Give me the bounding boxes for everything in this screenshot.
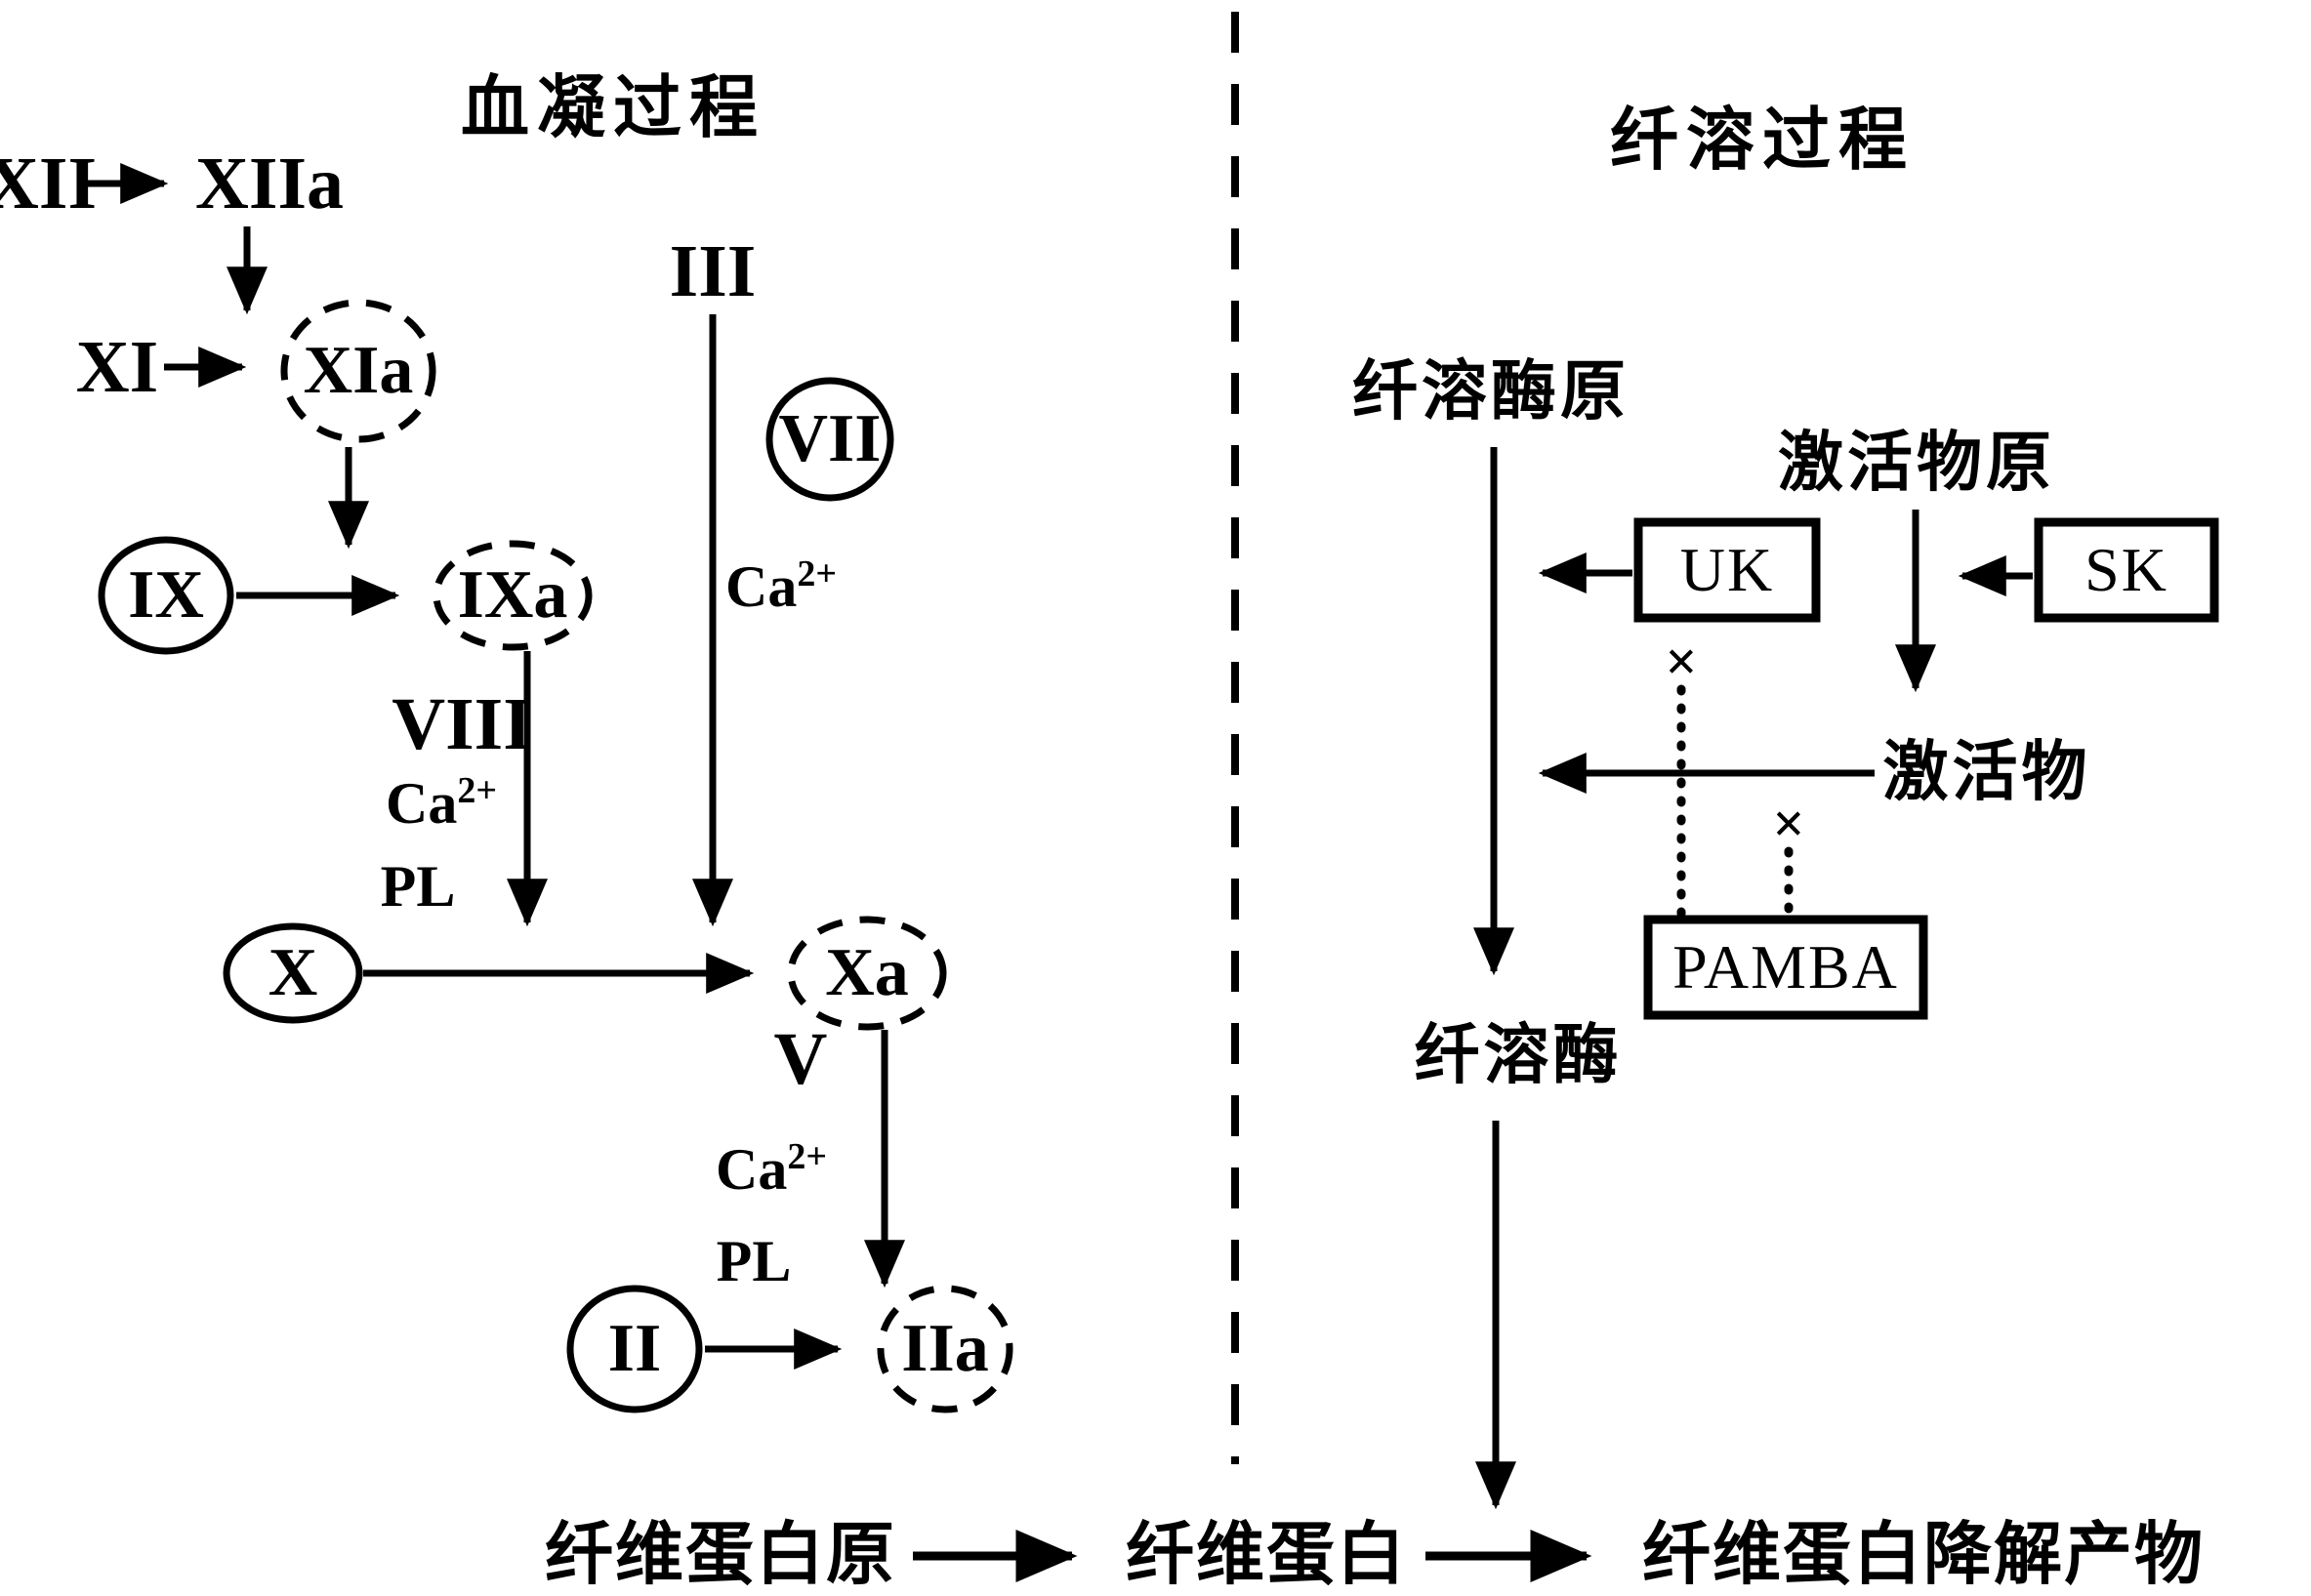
factor-ii-label: II — [607, 1311, 662, 1386]
activator-precursor-label: 激活物原 — [1778, 427, 2055, 500]
inhibition-cross-icon-uk: × — [1665, 630, 1698, 693]
uk-box — [1633, 517, 1821, 623]
ca-sup: 2+ — [457, 770, 497, 811]
factor-x-circle — [223, 922, 363, 1024]
factor-iii-label: III — [669, 230, 757, 312]
ca-label-intrinsic-pathway: Ca2+ — [386, 772, 497, 833]
sk-box — [2034, 517, 2219, 623]
factor-xa-circle-dashed — [787, 916, 947, 1031]
factor-xi-label: XI — [75, 326, 159, 408]
inhibition-cross-icon-activator: × — [1772, 792, 1805, 855]
factor-v-label: V — [773, 1018, 828, 1100]
fibrin-label: 纤维蛋白 — [1126, 1518, 1407, 1593]
factor-ixa-label: IXa — [457, 557, 568, 633]
plasmin-label: 纤溶酶 — [1414, 1019, 1623, 1092]
uk-label: UK — [1679, 535, 1775, 604]
ca-label-prothrombinase: Ca2+ — [716, 1138, 827, 1199]
factor-xiia-label: XIIa — [194, 143, 345, 225]
pamba-box — [1643, 915, 1928, 1020]
factor-ii-circle — [566, 1285, 703, 1413]
factor-vii-circle — [765, 377, 894, 502]
factor-ixa-circle-dashed — [433, 540, 593, 651]
pl-label-intrinsic-pathway: PL — [380, 854, 456, 919]
sk-label: SK — [2084, 535, 2168, 604]
factor-iia-label: IIa — [901, 1311, 989, 1386]
factor-ix-label: IX — [128, 557, 204, 633]
activator-label: 激活物 — [1882, 736, 2091, 809]
fibrin-degradation-products-label: 纤维蛋白降解产物 — [1642, 1518, 2205, 1593]
ca-base: Ca — [725, 554, 798, 619]
coagulation-title: 血凝过程 — [461, 71, 765, 146]
ca-label-tissue-pathway: Ca2+ — [725, 555, 837, 616]
ca-base: Ca — [386, 771, 458, 836]
pamba-label: PAMBA — [1672, 932, 1899, 1002]
pl-label-prothrombinase: PL — [716, 1229, 792, 1293]
factor-xia-label: XIa — [303, 333, 414, 408]
factor-viii-label: VIII — [392, 683, 532, 765]
fibrinolysis-title: 纤溶过程 — [1610, 103, 1915, 179]
factor-xii-label: XII — [0, 143, 98, 225]
factor-vii-label: VII — [778, 401, 882, 476]
factor-iia-circle-dashed — [877, 1285, 1013, 1413]
factor-x-label: X — [268, 935, 318, 1010]
ca-base: Ca — [716, 1137, 788, 1202]
ca-sup: 2+ — [797, 553, 837, 594]
factor-ix-circle — [98, 536, 234, 655]
factor-xia-circle-dashed — [280, 299, 436, 443]
ca-sup: 2+ — [787, 1136, 827, 1177]
factor-xa-label: Xa — [825, 935, 909, 1010]
fibrinogen-label: 纤维蛋白原 — [545, 1518, 896, 1593]
plasminogen-label: 纤溶酶原 — [1352, 355, 1630, 429]
